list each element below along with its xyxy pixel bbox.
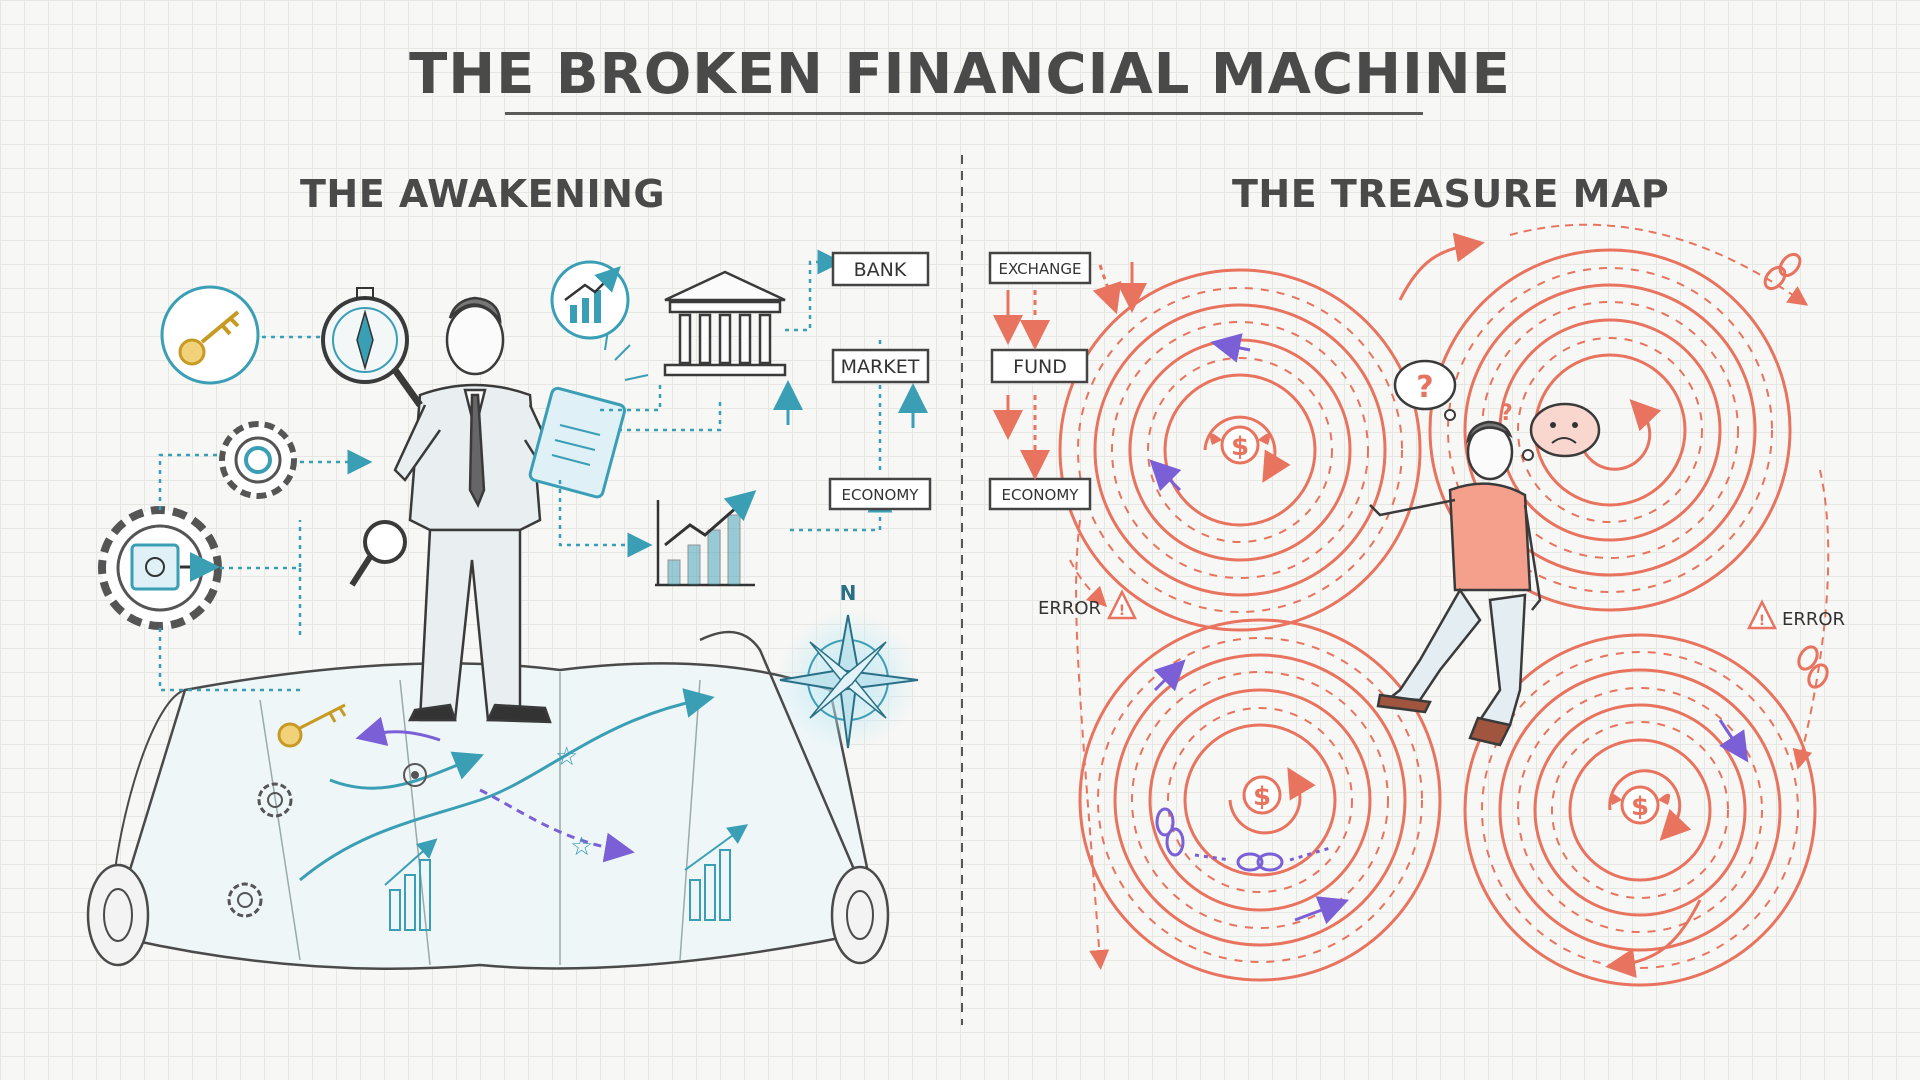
- economy-box-left: ECONOMY: [828, 477, 932, 511]
- exchange-box: EXCHANGE: [988, 251, 1092, 285]
- purple-flow-arrows: [1149, 333, 1749, 925]
- bank-label: BANK: [854, 259, 907, 281]
- error-warning-left: ERROR !: [1038, 589, 1138, 620]
- title-underline: [505, 112, 1423, 115]
- economy-box-right: ECONOMY: [988, 477, 1092, 511]
- broken-chain-icon: [1155, 807, 1331, 872]
- confused-man-figure: [1369, 420, 1542, 747]
- worried-thought-bubble: ?: [1500, 401, 1601, 461]
- bank-building-icon: [663, 270, 787, 377]
- magnifier-icon: [349, 520, 407, 587]
- right-section-title: THE TREASURE MAP: [1232, 172, 1670, 216]
- map-bar-chart-icon: [384, 838, 438, 931]
- treasure-map-scroll: ☆ ☆: [86, 630, 890, 970]
- compass-magnifier-icon: [321, 287, 423, 408]
- star-icon: ☆: [555, 742, 578, 772]
- exchange-label: EXCHANGE: [999, 260, 1082, 278]
- economy-label-left: ECONOMY: [842, 486, 920, 504]
- fund-box: FUND: [990, 348, 1089, 384]
- map-gear-icon: [227, 782, 293, 918]
- financial-maze: [1058, 223, 1830, 987]
- compass-north-label: N: [840, 581, 857, 605]
- target-icon: [403, 763, 427, 787]
- tablet-icon: [528, 329, 649, 499]
- market-label: MARKET: [841, 356, 920, 378]
- businessman-figure: [393, 296, 562, 724]
- svg-text:!: !: [1759, 613, 1765, 629]
- map-bar-chart-icon-2: [684, 824, 749, 921]
- question-thought-bubble: ?: [1393, 359, 1457, 421]
- svg-text:$: $: [1231, 432, 1249, 462]
- bar-chart-icon: [655, 490, 757, 587]
- market-box: MARKET: [831, 348, 930, 384]
- economy-label-right: ECONOMY: [1002, 486, 1080, 504]
- growth-chart-circle-icon: [550, 260, 630, 340]
- svg-text:$: $: [1253, 782, 1271, 812]
- chain-icon: [1763, 252, 1829, 689]
- svg-text:ERROR: ERROR: [1038, 598, 1101, 619]
- svg-text:?: ?: [1416, 370, 1433, 405]
- svg-text:$: $: [1631, 792, 1649, 822]
- compass-rose-icon: N: [778, 581, 919, 750]
- left-section-title: THE AWAKENING: [300, 172, 666, 216]
- gear-icon: [219, 421, 297, 499]
- safe-gear-icon: [98, 506, 222, 630]
- flying-dollar-icon: $ $ $: [1209, 425, 1671, 825]
- fund-label: FUND: [1013, 356, 1067, 378]
- error-warning-right: ! ERROR: [1746, 599, 1845, 630]
- map-key-icon: [277, 703, 347, 748]
- svg-text:☆: ☆: [570, 832, 593, 862]
- bank-box: BANK: [831, 251, 930, 287]
- svg-text:ERROR: ERROR: [1782, 609, 1845, 630]
- svg-text:!: !: [1119, 603, 1125, 619]
- key-icon: [160, 285, 260, 385]
- svg-text:?: ?: [1500, 401, 1513, 426]
- main-title: THE BROKEN FINANCIAL MACHINE: [409, 42, 1511, 107]
